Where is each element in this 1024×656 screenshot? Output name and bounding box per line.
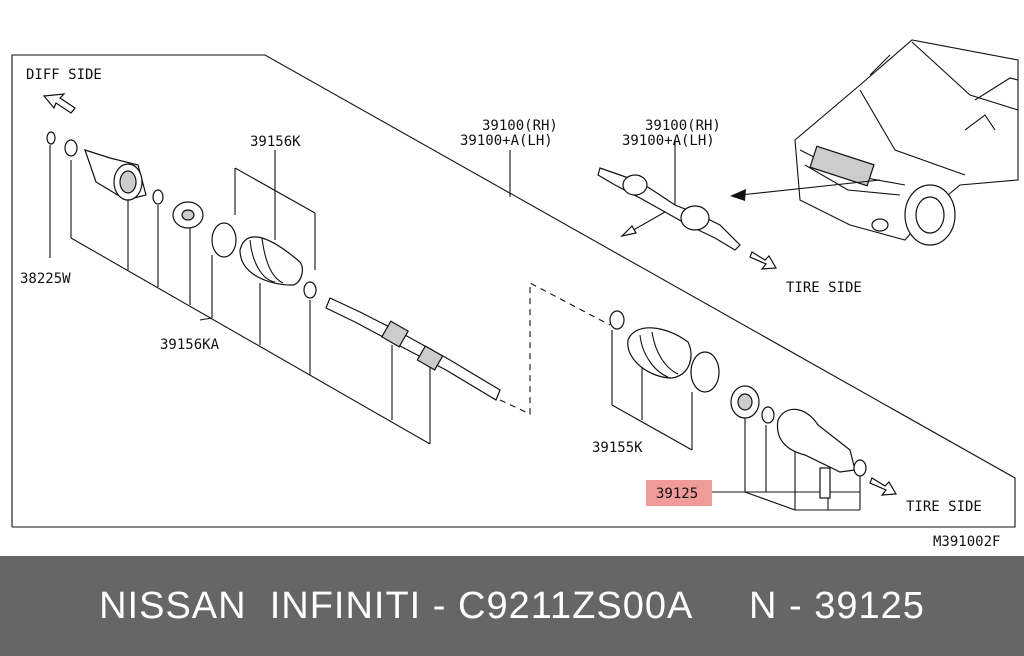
label-39100-rh-inset: 39100(RH) [645,118,721,134]
boot-band-inner-small [303,281,317,299]
inset-diff-arrow-icon [620,211,666,238]
tire-side-label-top: TIRE SIDE [786,280,862,296]
diff-side-label: DIFF SIDE [26,67,102,83]
label-39100-lh-inset: 39100+A(LH) [622,133,715,149]
boot-inner [239,236,304,286]
tire-side-arrow-icon [869,477,898,496]
part-number-banner: NISSAN INFINITI - C9211ZS00A N - 39125 [0,556,1024,656]
inset-tire-arrow-icon [749,251,778,270]
inset-drive-shaft [597,167,741,251]
diff-side-arrow-icon [42,93,76,114]
label-39156k: 39156K [250,134,301,150]
label-39100-lh-main: 39100+A(LH) [460,133,553,149]
outer-seal-ring [853,459,867,477]
label-38225w: 38225W [20,271,71,287]
label-39100-rh-main: 39100(RH) [482,118,558,134]
label-39155k: 39155K [592,440,643,456]
vehicle-illustration [794,39,1019,246]
boot-outer [627,327,692,379]
outer-joint-bearing [730,385,760,419]
seal-ring-38225w [64,139,78,157]
label-39156ka: 39156KA [160,337,220,353]
snap-ring [46,131,56,145]
inner-joint-housing [84,149,147,201]
grease-tube [819,467,831,499]
outer-joint-housing [776,408,856,473]
dashed-link [499,282,611,415]
vehicle-pointer-arrow-icon [730,179,881,201]
part-number-text: NISSAN INFINITI - C9211ZS00A N - 39125 [99,584,925,627]
label-39125-highlighted: 39125 [656,486,698,502]
highlight-box [646,480,712,506]
parts-diagram: DIFF SIDE [11,39,1019,550]
outer-circlip [761,406,775,424]
boot-band-outer-small [609,310,625,330]
circlip [152,189,164,205]
boot-band-outer-large [690,351,720,393]
leader-lines-inner [49,145,431,445]
spider-assembly [172,201,204,229]
boot-band-inner-large [211,222,237,258]
tire-side-label-bottom: TIRE SIDE [906,499,982,515]
diagram-code: M391002F [933,534,1000,550]
diagram-frame [11,54,1016,528]
drive-shaft [325,297,501,401]
leader-lines-outer [611,330,861,511]
